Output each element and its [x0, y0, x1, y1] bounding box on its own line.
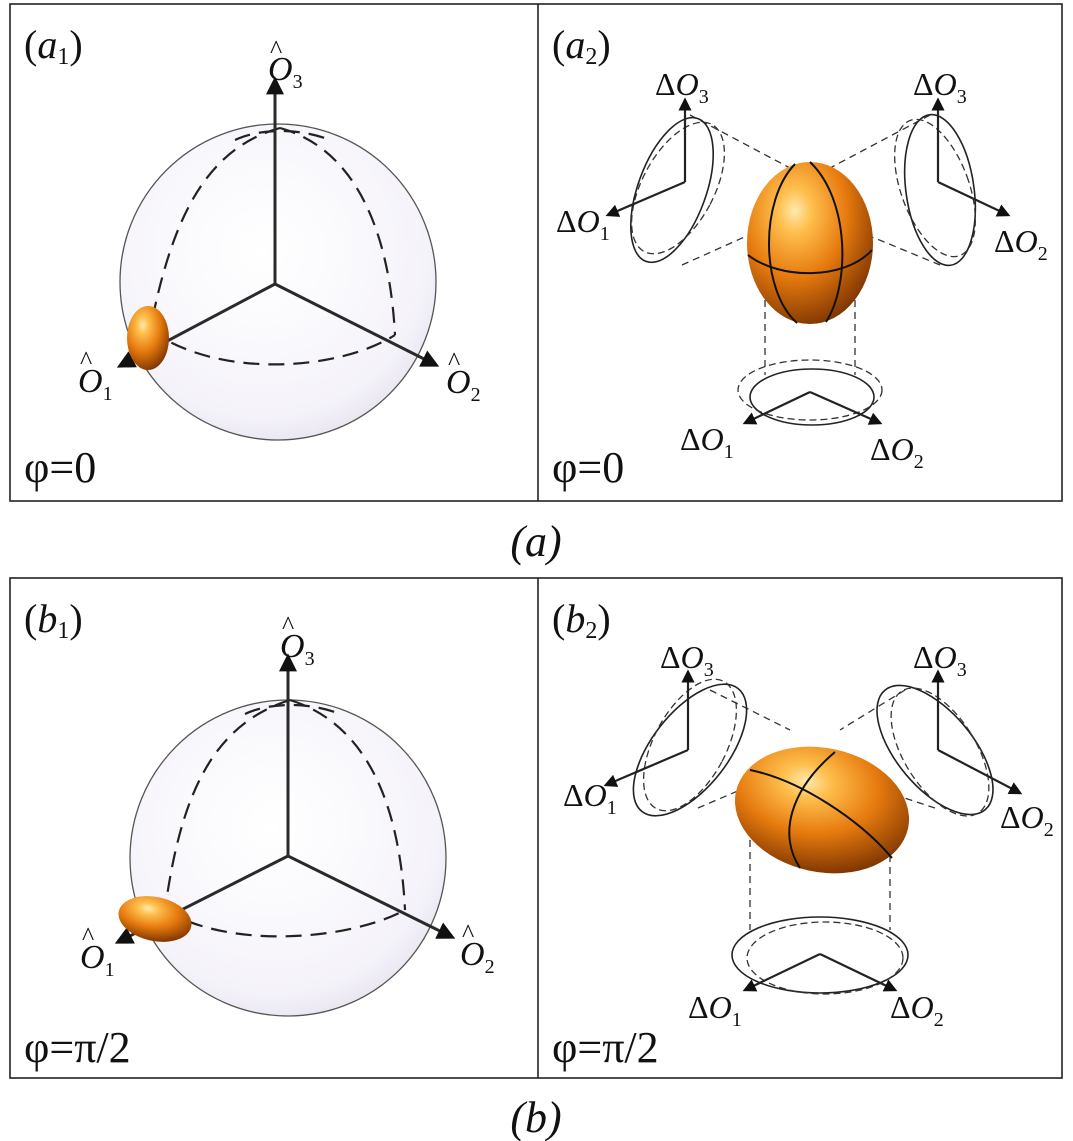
projection-connector-bottom: [764, 300, 856, 375]
projection-connector-right: [829, 114, 941, 266]
label-d-o3-right: ΔO3: [913, 66, 967, 108]
phase-label-b1: φ=π/2: [24, 1023, 131, 1072]
label-d-o2-right: ΔO2: [994, 223, 1048, 265]
panel-tag-b2: (b2): [552, 596, 611, 644]
panel-b1: (b1) O3 ^ O2 ^ O1 ^ φ=π/2: [24, 596, 495, 1072]
label-o1: O1: [80, 939, 115, 981]
axis-d-o2-right: [937, 749, 1023, 795]
label-d-o1-bottom: ΔO1: [688, 989, 742, 1031]
label-d-o3-right: ΔO3: [913, 639, 967, 681]
projection-connector-bottom: [749, 840, 891, 930]
label-o2: O2: [460, 936, 495, 978]
caption-b: (b): [510, 1093, 561, 1141]
projection-ellipse-bottom: [749, 368, 875, 426]
axis-d-o1-bottom: [742, 391, 811, 425]
label-o1-hat: ^: [80, 346, 92, 375]
dashed-top-arc: [244, 703, 341, 716]
central-ellipsoid: [747, 162, 873, 324]
label-o2: O2: [446, 364, 481, 406]
label-o3-hat: ^: [270, 35, 282, 64]
projection-ellipse-right-ref: [894, 118, 976, 258]
label-d-o3-left: ΔO3: [660, 639, 714, 681]
axis-d-o1-bottom: [742, 953, 821, 992]
phase-label-a1: φ=0: [24, 443, 96, 492]
panel-frame-a: [9, 3, 1063, 502]
uncertainty-ellipsoid: [118, 896, 192, 942]
dashed-equator: [164, 909, 406, 938]
label-d-o3-left: ΔO3: [655, 66, 709, 108]
projection-ellipse-bottom: [731, 916, 909, 994]
label-o1-hat: ^: [82, 922, 94, 951]
panel-a2: (a2) ΔO3 ΔO3 ΔO1 ΔO2 ΔO1 ΔO2 φ=0: [552, 22, 1048, 492]
projection-ellipse-right-ref: [890, 687, 990, 817]
panel-a1: (a1) O3 ^ O2 ^ O1 ^ φ=0: [24, 22, 481, 492]
label-d-o1-left: ΔO1: [556, 203, 610, 245]
dashed-meridian-right: [279, 126, 397, 336]
dashed-equator: [149, 329, 396, 366]
projection-connector-left: [697, 689, 791, 809]
dashed-meridian-right: [289, 698, 407, 911]
panel-tag-b1: (b1): [24, 596, 83, 644]
label-d-o1-bottom: ΔO1: [680, 421, 734, 463]
label-o2-hat: ^: [448, 347, 460, 376]
projection-ellipse-right: [903, 113, 977, 267]
label-o2-hat: ^: [462, 919, 474, 948]
panel-b2: (b2) ΔO3 ΔO3 ΔO1 ΔO2 ΔO1 ΔO2 φ=π/2: [552, 596, 1054, 1072]
panel-tag-a1: (a1): [24, 22, 83, 70]
phase-label-b2: φ=π/2: [552, 1023, 659, 1072]
projection-ellipse-bottom-ref: [746, 921, 904, 995]
panel-tag-a2: (a2): [552, 22, 611, 70]
dashed-meridian-left: [163, 698, 291, 911]
label-o1: O1: [78, 363, 113, 405]
axis-d-o1-left: [605, 180, 686, 217]
axis-d-o2-bottom: [819, 953, 898, 992]
projection-ellipse-right: [876, 684, 994, 816]
projection-ellipse-left-ref: [642, 678, 738, 812]
ellipsoid-meridian: [749, 769, 893, 859]
label-o3-hat: ^: [282, 611, 294, 640]
dashed-meridian-left: [148, 126, 281, 331]
panel-frame-b: [9, 577, 1063, 1079]
label-d-o2-bottom: ΔO2: [870, 431, 924, 473]
projection-ellipse-left: [630, 116, 714, 264]
label-d-o2-right: ΔO2: [1000, 799, 1054, 841]
label-o3: O3: [268, 51, 303, 93]
ellipsoid-meridian-2: [788, 751, 836, 869]
label-d-o2-bottom: ΔO2: [890, 989, 944, 1031]
axis-d-o2-bottom: [809, 390, 883, 425]
ellipsoid-equator: [747, 249, 873, 275]
axis-d-o2-right: [937, 181, 1011, 217]
phase-label-a2: φ=0: [552, 443, 624, 492]
dashed-top-arc: [234, 129, 331, 142]
label-o3: O3: [280, 628, 315, 670]
bloch-sphere: [119, 123, 437, 441]
caption-a: (a): [510, 517, 561, 566]
axis-o2: [274, 282, 440, 367]
uncertainty-ellipsoid: [127, 306, 169, 370]
ellipsoid-meridian: [768, 163, 798, 324]
projection-ellipse-bottom-ref: [737, 359, 883, 421]
projection-ellipse-left: [632, 683, 748, 817]
ellipsoid-meridian-2: [809, 161, 844, 323]
projection-connector-left: [681, 114, 791, 266]
axis-d-o1-left: [603, 748, 689, 787]
label-d-o1-left: ΔO1: [563, 777, 617, 819]
axis-o2: [287, 854, 456, 939]
